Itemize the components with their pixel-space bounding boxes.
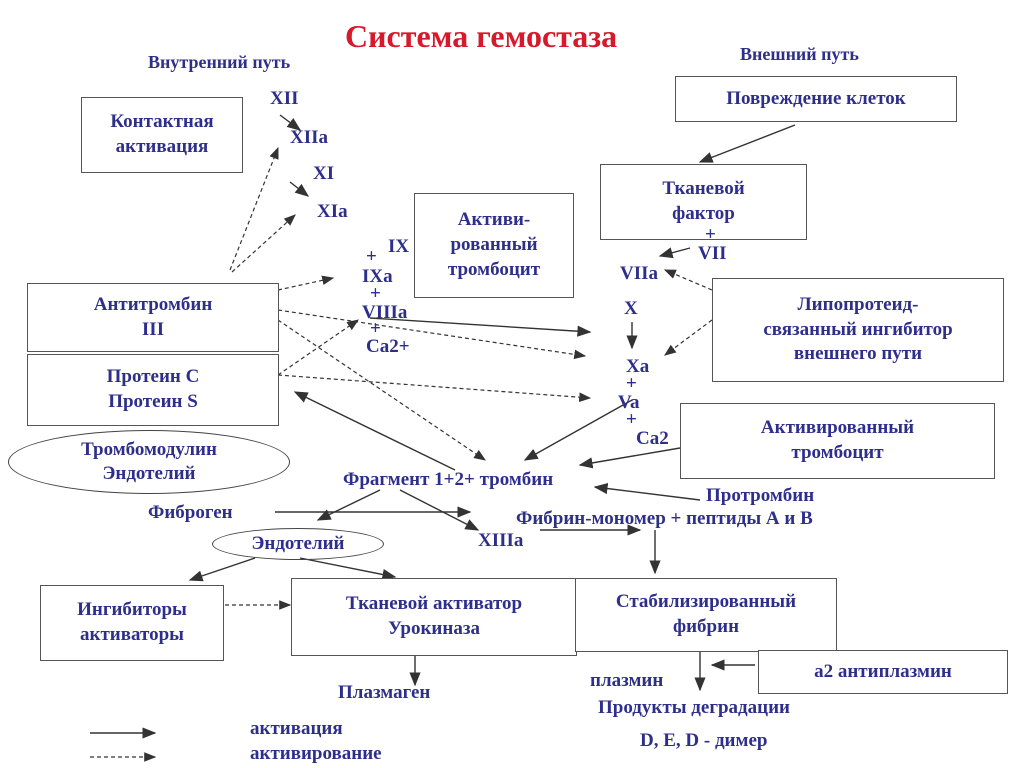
factor-xiia: XIIa [290,127,329,148]
at-line-2: III [141,318,165,340]
protein-box: Протеин С Протеин S [27,354,279,426]
factor-vii: VII [698,243,727,264]
plasmagen-label: Плазмаген [338,682,431,703]
tm-line-2: Эндотелий [102,463,196,484]
arrow-act-platelet-fragment [578,447,681,469]
tissue-activator-box: Тканевой активатор Урокиназа [291,578,577,656]
tf-line-2: фактор [672,203,735,224]
arrow-vii-viia [658,247,691,259]
arrow-at-ixa [277,275,335,291]
contact-activation-box: Контактная активация [81,97,243,173]
arrow-endo-activator [299,557,397,581]
lipo-line-2: связанный ингибитор [763,318,953,340]
antiplasmin-text: а2 антиплазмин [814,660,952,682]
ta-line-2: Урокиназа [388,618,480,639]
tm-line-1: Тромбомодулин [81,439,217,461]
arrow-fragment-to-xiiia [399,489,480,531]
factor-x: X [624,298,638,319]
calcium-a: Ca2+ [366,336,410,357]
factor-xiiia: XIIIa [478,530,524,551]
factor-xa: Xa [626,356,650,377]
arrow-fragment-to-protein [293,391,456,471]
plasmin-label: плазмин [590,670,664,691]
lipo-line-1: Липопротеид- [797,293,919,315]
cell-damage-box: Повреждение клеток [675,76,957,122]
tissue-factor-box: Тканевой фактор [600,164,807,240]
legend-solid-label: активация [250,718,343,739]
ap2-line-2: тромбоцит [791,442,884,463]
activated-platelet-box-2: Активированный тромбоцит [680,403,995,479]
arrow-prothrombin-fragment [593,482,701,501]
plus-4: + [705,224,716,245]
plus-2: + [370,283,381,304]
ap1-line-1: Активи- [457,209,531,231]
ap1-line-2: рованный [450,234,538,256]
arrow-lipo-viia [663,269,713,291]
plus-3: + [370,318,381,339]
protein-line-1: Протеин С [106,366,200,388]
lipo-line-3: внешнего пути [793,343,923,365]
arrow-protein-va [277,374,592,402]
arrow-xii-xiia [279,114,302,131]
factor-ixa: IXa [362,266,393,287]
arrow-at-xa [277,309,587,360]
sf-line-1: Стабилизированный [615,591,797,613]
factor-viiia: VIIIa [362,302,408,323]
intrinsic-path-label: Внутренний путь [148,52,291,72]
fibrinogen-label: Фиброген [148,502,233,523]
factor-xii: XII [270,88,299,109]
sf-line-2: фибрин [672,616,740,637]
arrow-viiia-xa [369,317,592,337]
legend-dashed-label: активирование [250,743,382,764]
ap2-line-1: Активированный [760,417,915,439]
factor-xia: XIa [317,201,348,222]
inhib-line-2: активаторы [80,624,184,645]
factor-viia: VIIa [620,263,659,284]
arrow-lipo-xa [664,319,713,356]
lipoprotein-inhibitor-box: Липопротеид- связанный ингибитор внешнег… [712,278,1004,382]
prothrombin-label: Протромбин [706,485,815,506]
tf-line-1: Тканевой [662,178,745,200]
thrombomodulin-ellipse: Тромбомодулин Эндотелий [8,430,290,494]
contact-line-1: Контактная [110,111,214,133]
degradation-label: Продукты деградации [598,697,790,718]
calcium-b: Ca2 [636,428,669,449]
page-title: Система гемостаза [345,18,618,54]
arrow-endo-inhibitors [188,557,256,582]
endothelium-ellipse: Эндотелий [212,528,384,560]
fibrin-monomer-label: Фибрин-мономер + пептиды А и В [516,508,813,529]
at-line-1: Антитромбин [93,293,213,315]
d-dimer-label: D, E, D - димер [640,730,768,751]
arrow-xi-xia [289,181,310,197]
protein-line-2: Протеин S [108,391,198,412]
ta-line-1: Тканевой активатор [345,593,523,615]
extrinsic-path-label: Внешний путь [740,44,859,64]
activated-platelet-box-1: Активи- рованный тромбоцит [414,193,574,298]
cell-damage-text: Повреждение клеток [726,87,906,109]
plus-5: + [626,373,637,394]
antiplasmin-box: а2 антиплазмин [758,650,1008,694]
endothelium-text: Эндотелий [251,533,345,555]
factor-xi: XI [313,163,335,184]
contact-line-2: активация [115,136,209,157]
fragment-thrombin-label: Фрагмент 1+2+ тромбин [343,469,554,490]
arrow-va-fragment [523,399,633,461]
arrow-fragment-to-fibrinogen [316,489,381,521]
arrow-damage-to-tf [698,124,796,163]
antithrombin-box: Антитромбин III [27,283,279,352]
inhib-line-1: Ингибиторы [77,599,187,621]
arrow-contact-xia [231,214,296,273]
factor-ix: IX [388,236,410,257]
plus-1: + [366,246,377,267]
plus-6: + [626,409,637,430]
stabilized-fibrin-box: Стабилизированный фибрин [575,578,837,652]
factor-va: Va [618,392,640,413]
inhibitors-activators-box: Ингибиторы активаторы [40,585,224,661]
arrow-protein-viiia [277,319,359,376]
ap1-line-3: тромбоцит [447,258,541,280]
arrow-contact-xiia [229,146,279,271]
